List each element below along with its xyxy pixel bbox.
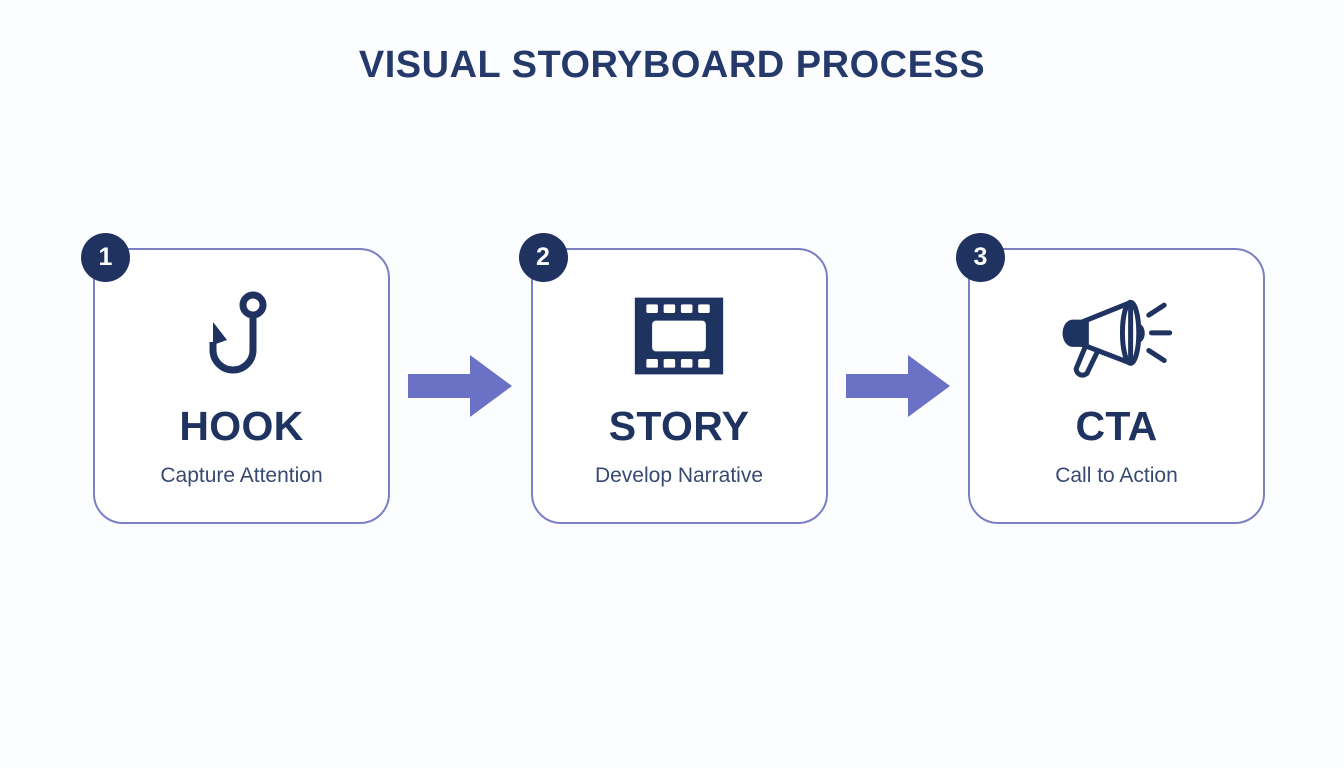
- step-subtitle: Capture Attention: [160, 464, 323, 487]
- fishing-hook-icon: [194, 288, 290, 384]
- step-subtitle: Call to Action: [1055, 464, 1178, 487]
- step-title: CTA: [1075, 403, 1158, 449]
- step-card-hook[interactable]: 1 HOOK Capture Attention: [81, 233, 390, 524]
- step-number-badge: 1: [81, 233, 130, 282]
- step-title: STORY: [608, 403, 750, 449]
- step-card-story[interactable]: 2: [518, 233, 828, 524]
- step-number-badge: 2: [518, 233, 568, 282]
- step-card-cta[interactable]: 3: [956, 233, 1265, 524]
- step-number-badge: 3: [956, 233, 1005, 282]
- film-strip-icon: [631, 288, 727, 384]
- arrow-right-icon: [408, 355, 513, 417]
- process-flow: 1 HOOK Capture Attention 2: [81, 233, 1265, 524]
- step-title: HOOK: [179, 403, 304, 449]
- arrow-right-icon: [845, 355, 950, 417]
- megaphone-icon: [1058, 288, 1176, 384]
- page-title: VISUAL STORYBOARD PROCESS: [358, 44, 986, 86]
- step-subtitle: Develop Narrative: [594, 464, 764, 487]
